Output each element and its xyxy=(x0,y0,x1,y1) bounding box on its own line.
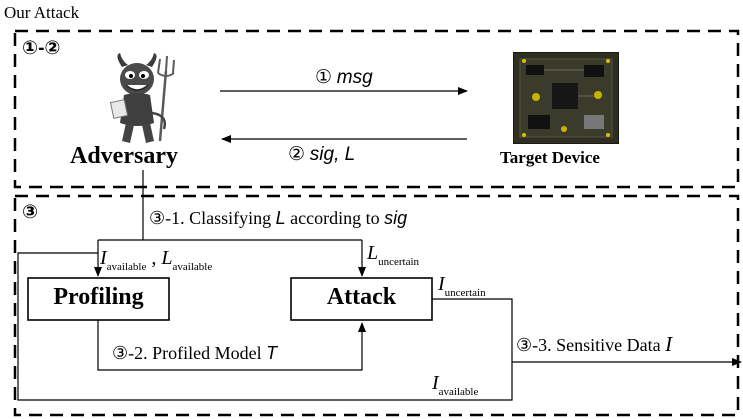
phase3-container xyxy=(13,194,740,417)
sensitive-data-I: I xyxy=(665,332,673,356)
adversary-label: Adversary xyxy=(70,143,178,169)
i-available-bottom-sub: available xyxy=(438,386,479,398)
sig-step-num: ② xyxy=(288,144,306,165)
l-uncertain-label: Luncertain xyxy=(367,242,420,268)
classify-mid: according to xyxy=(290,208,380,228)
profiling-label: Profiling xyxy=(53,284,144,310)
target-device-board-icon xyxy=(513,52,619,144)
attack-box xyxy=(290,277,433,321)
i-available-sub: available xyxy=(106,261,147,273)
target-device-label: Target Device xyxy=(500,148,600,167)
phase12-label: ①-② xyxy=(22,38,61,59)
profiled-model-prefix: ③-2. Profiled Model xyxy=(112,343,262,363)
classify-sig: sig xyxy=(384,208,408,228)
available-inputs-label: Iavailable , Lavailable xyxy=(100,247,213,273)
profiled-model-T: T xyxy=(266,343,278,363)
uncertain-data-path xyxy=(432,298,513,362)
adversary-devil-icon xyxy=(109,53,175,143)
sensitive-data-label: ③-3. Sensitive Data I xyxy=(516,332,672,357)
l-uncertain-sub: uncertain xyxy=(378,256,420,268)
msg-step-label: ① msg xyxy=(315,66,373,89)
classify-step-label: ③-1. Classifying L according to sig xyxy=(149,208,407,229)
phase3-label: ③ xyxy=(22,202,39,223)
i-available-bottom-label: Iavailable xyxy=(432,372,479,398)
profiled-model-arrow xyxy=(97,320,366,371)
msg-step-text: msg xyxy=(336,67,373,88)
profiled-model-label: ③-2. Profiled Model T xyxy=(112,343,277,364)
classify-L: L xyxy=(275,208,286,228)
attack-label: Attack xyxy=(326,284,397,310)
sig-step-text: sig, L xyxy=(309,144,356,165)
i-available-symbol: I xyxy=(100,247,107,269)
i-uncertain-label: Iuncertain xyxy=(438,273,486,299)
l-uncertain-symbol: L xyxy=(367,242,379,264)
classify-prefix: ③-1. Classifying xyxy=(149,208,272,228)
phase12-container xyxy=(13,29,740,189)
sig-step-label: ② sig, L xyxy=(288,143,355,166)
msg-step-num: ① xyxy=(315,67,333,88)
sensitive-data-prefix: ③-3. Sensitive Data xyxy=(516,335,661,355)
l-available-symbol: L xyxy=(161,247,173,269)
l-available-sub: available xyxy=(172,261,213,273)
i-available-bottom-symbol: I xyxy=(432,372,439,394)
page-title: Our Attack xyxy=(4,3,80,22)
i-uncertain-sub: uncertain xyxy=(444,287,486,299)
i-uncertain-symbol: I xyxy=(438,273,445,295)
available-data-path xyxy=(17,252,513,401)
